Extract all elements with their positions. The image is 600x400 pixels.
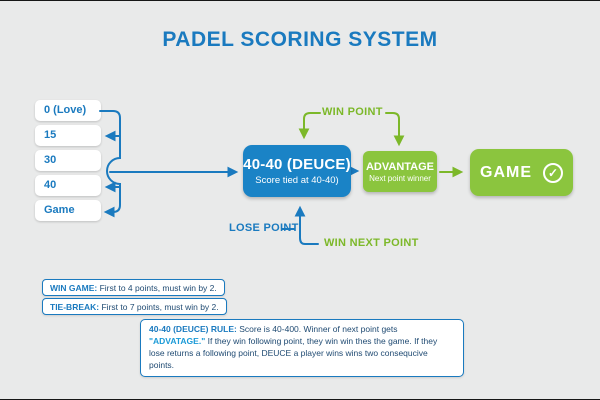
tie-break-lead: TIE-BREAK: <box>50 301 100 312</box>
lose-point-line <box>294 205 319 245</box>
score-label: 30 <box>44 154 57 166</box>
deuce-box: 40-40 (DEUCE) Score tied at 40-40) <box>243 145 351 197</box>
score-label: 0 (Love) <box>44 104 87 116</box>
advantage-title: ADVANTAGE <box>365 160 435 173</box>
check-icon: ✓ <box>543 162 563 183</box>
deuce-rule-note: 40-40 (DEUCE) RULE: Score is 40-400. Win… <box>140 319 464 377</box>
deuce-rule-body-2: If they win following point, they win wi… <box>149 335 438 370</box>
deuce-subtitle: Score tied at 40-40) <box>255 175 339 186</box>
page-title: PADEL SCORING SYSTEM <box>162 28 438 51</box>
advantage-box: ADVANTAGE Next point winner <box>363 151 437 192</box>
win-game-lead: WIN GAME: <box>50 282 98 293</box>
deuce-rule-body-1: Score is 40-400. Winner of next point ge… <box>239 324 398 334</box>
score-bracket-line <box>99 110 121 218</box>
lose-point-label: LOSE POINT <box>229 222 299 234</box>
win-point-label: WIN POINT <box>322 106 383 118</box>
score-box-40: 40 <box>35 175 101 196</box>
win-game-note: WIN GAME: First to 4 points, must win by… <box>42 279 225 296</box>
score-label: 15 <box>44 129 57 141</box>
score-label: Game <box>44 204 75 216</box>
win-game-body: First to 4 points, must win by 2. <box>99 282 217 293</box>
game-title: GAME <box>480 163 532 181</box>
tie-break-note: TIE-BREAK: First to 7 points, must win b… <box>42 298 227 315</box>
tie-break-body: First to 7 points, must win by 2. <box>101 301 219 312</box>
advantage-subtitle: Next point winner <box>369 173 431 183</box>
score-box-game: Game <box>35 200 101 221</box>
game-box: GAME ✓ <box>470 149 573 196</box>
deuce-title: 40-40 (DEUCE) <box>243 156 351 173</box>
score-label: 40 <box>44 179 57 191</box>
deuce-rule-lead: 40-40 (DEUCE) RULE: <box>149 324 237 334</box>
win-point-right-arrow <box>385 112 405 147</box>
deuce-rule-highlight: "ADVATAGE." <box>149 335 206 346</box>
win-point-left-arrow <box>298 112 321 140</box>
score-box-30: 30 <box>35 150 101 171</box>
win-next-point-label: WIN NEXT POINT <box>324 237 419 249</box>
score-box-15: 15 <box>35 125 101 146</box>
score-box-love: 0 (Love) <box>35 100 101 121</box>
